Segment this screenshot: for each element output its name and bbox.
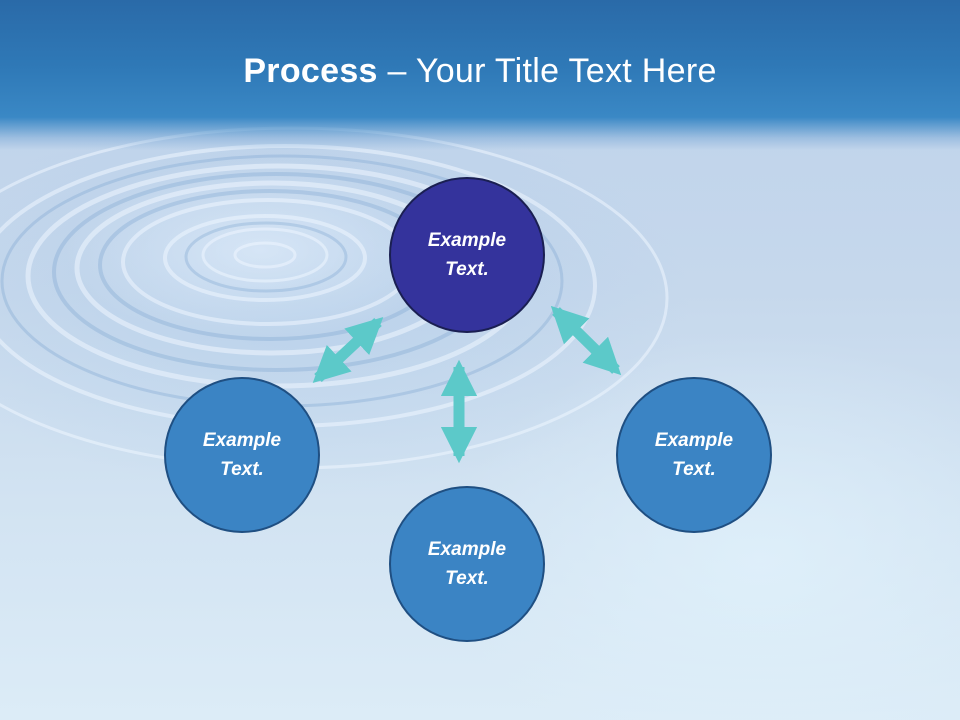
- center-node: Example Text.: [389, 177, 545, 333]
- arrow-center-right: [550, 305, 622, 376]
- center-node-line1: Example: [427, 230, 507, 251]
- arrow-center-left: [312, 317, 384, 383]
- slide-title: Process – Your Title Text Here: [0, 52, 960, 91]
- left-node: Example Text.: [164, 377, 320, 533]
- title-bold-text: Process: [243, 52, 378, 90]
- bottom-node-line2: Text.: [445, 568, 489, 589]
- title-bar: Process – Your Title Text Here: [0, 0, 960, 150]
- bottom-node-line1: Example: [427, 539, 507, 560]
- bottom-node: Example Text.: [389, 486, 545, 642]
- left-node-line1: Example: [202, 430, 282, 451]
- right-node-line1: Example: [654, 430, 734, 451]
- right-node-line2: Text.: [672, 459, 716, 480]
- center-node-line2: Text.: [445, 259, 489, 280]
- left-node-line2: Text.: [220, 459, 264, 480]
- right-node: Example Text.: [616, 377, 772, 533]
- title-rest-text: – Your Title Text Here: [377, 52, 717, 90]
